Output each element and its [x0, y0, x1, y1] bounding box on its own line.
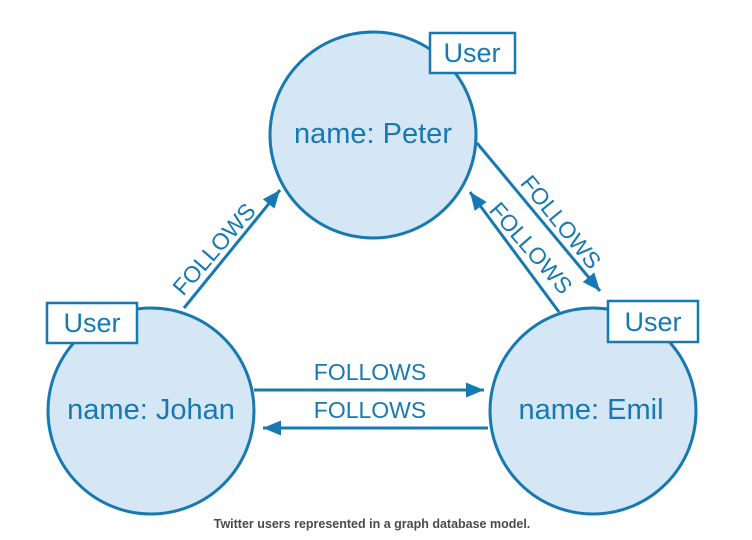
node-johan [46, 306, 256, 516]
edge-label-emil-to-johan: FOLLOWS [314, 397, 426, 423]
node-emil-name: name: Emil [518, 394, 663, 426]
node-emil-type-box [606, 299, 700, 344]
node-peter-name: name: Peter [294, 118, 452, 150]
edge-peter-to-emil [475, 142, 602, 292]
node-johan-name: name: Johan [67, 394, 235, 426]
node-emil-type-label: User [624, 307, 681, 337]
diagram-caption: Twitter users represented in a graph dat… [214, 517, 531, 531]
node-peter [268, 30, 478, 240]
node-peter-type-box [428, 31, 517, 75]
edge-emil-to-peter [468, 191, 561, 313]
edge-label-johan-to-peter: FOLLOWS [167, 198, 260, 300]
node-emil [488, 306, 698, 516]
node-peter-type-label: User [443, 38, 500, 68]
edge-label-johan-to-emil: FOLLOWS [314, 359, 426, 385]
edge-johan-to-peter [182, 189, 282, 309]
node-johan-type-box [45, 301, 139, 345]
node-johan-type-label: User [63, 308, 120, 338]
